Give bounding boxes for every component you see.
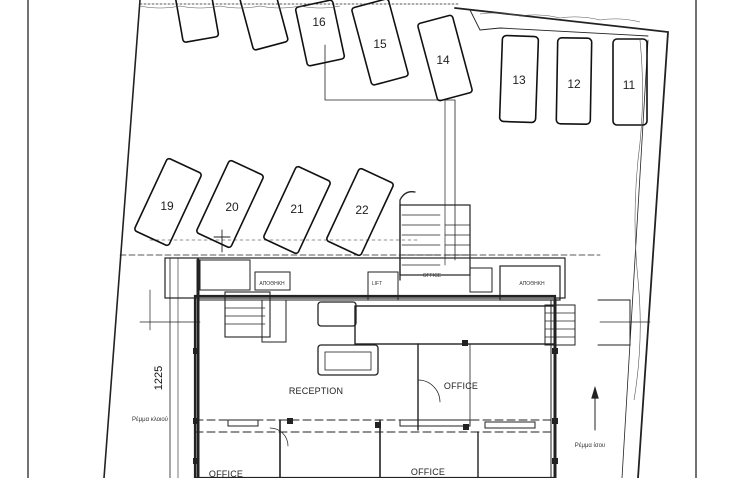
parking-bay [134,157,202,247]
parking-bay [235,0,289,51]
parking-number: 19 [160,199,174,213]
parking-number: 22 [355,203,369,217]
parking-bay [612,38,648,126]
room-label-office: OFFICE [410,467,446,477]
parking-number: 16 [312,15,326,29]
parking-bay [351,0,409,86]
parking-bay [417,14,473,102]
room-label-storage: ΑΠΟΘΗΚΗ [259,281,285,287]
parking-number: 21 [290,202,304,216]
room-label-lift: LIFT [371,281,383,287]
room-label-office: OFFICE [208,469,244,478]
annotation-ground-left: Ρέμμα κλοιού [132,417,168,423]
parking-number: 20 [225,200,239,214]
parking-bay [263,165,331,255]
parking-number: 13 [512,73,526,87]
parking-bay [294,0,346,67]
dimension-label: 1225 [153,365,165,391]
parking-bay [498,34,540,124]
room-label-reception: RECEPTION [288,386,344,396]
room-label-office-small: OFFICE [422,273,442,279]
parking-number: 14 [436,53,450,67]
annotation-ground-right: Ρέμμα ίσου [574,443,606,449]
parking-bay [326,167,394,257]
parking-number: 15 [373,37,387,51]
room-label-storage: ΑΠΟΘΗΚΗ [519,281,545,287]
parking-number: 11 [622,78,636,92]
parking-bay [555,36,593,126]
parking-bay [170,0,220,43]
parking-number: 12 [567,77,581,91]
parking-bay [196,159,264,249]
room-label-office: OFFICE [443,381,479,391]
